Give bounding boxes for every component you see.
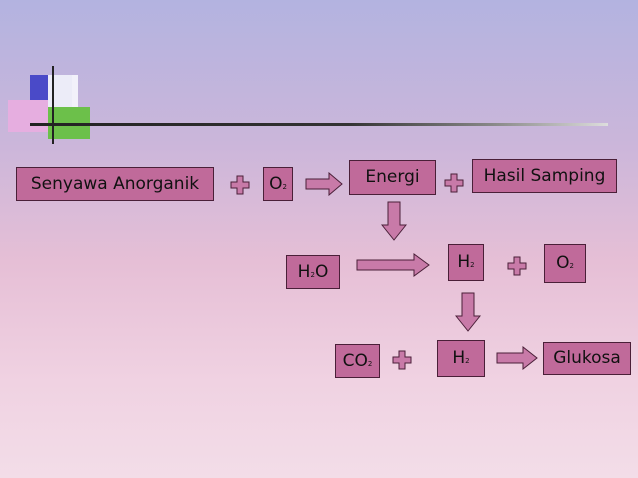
- node-co2-sub: 2: [367, 359, 373, 368]
- node-glukosa-label: Glukosa: [553, 348, 621, 368]
- node-h2o-sub: 2: [310, 270, 315, 279]
- node-glukosa: Glukosa: [543, 342, 631, 375]
- plus-icon: [230, 175, 250, 195]
- node-h2-bot-main: H: [452, 348, 466, 368]
- node-o2-top-main: O: [269, 173, 283, 194]
- node-co2-main: CO: [342, 350, 368, 371]
- arrow-right-icon: [496, 346, 538, 370]
- plus-icon: [444, 173, 464, 193]
- node-o2-mid-main: O: [556, 253, 570, 273]
- node-h2o-pre: H: [297, 261, 311, 282]
- node-h2o-post: O: [314, 261, 329, 282]
- plus-icon: [507, 256, 527, 276]
- decor-pink-square: [8, 100, 48, 132]
- plus-icon: [392, 350, 412, 370]
- decor-vertical-line: [52, 66, 54, 144]
- node-h2-mid-main: H: [457, 252, 471, 272]
- arrow-right-icon: [305, 172, 343, 196]
- node-h2-mid-sub: 2: [470, 261, 475, 269]
- arrow-right-icon: [356, 253, 430, 277]
- node-hasil-samping: Hasil Samping: [472, 159, 617, 193]
- node-o2-mid-sub: 2: [569, 262, 574, 270]
- node-energi-label: Energi: [365, 167, 420, 187]
- node-o2-top-sub: 2: [282, 182, 287, 191]
- node-hasil-samping-label: Hasil Samping: [483, 165, 606, 186]
- node-senyawa-anorganik-label: Senyawa Anorganik: [30, 173, 200, 194]
- arrow-down-icon: [455, 292, 481, 332]
- node-h2-bot-sub: 2: [465, 357, 470, 365]
- title-divider-line: [30, 123, 608, 126]
- arrow-down-icon: [381, 201, 407, 241]
- node-energi: Energi: [349, 160, 436, 195]
- node-senyawa-anorganik: Senyawa Anorganik: [16, 167, 214, 201]
